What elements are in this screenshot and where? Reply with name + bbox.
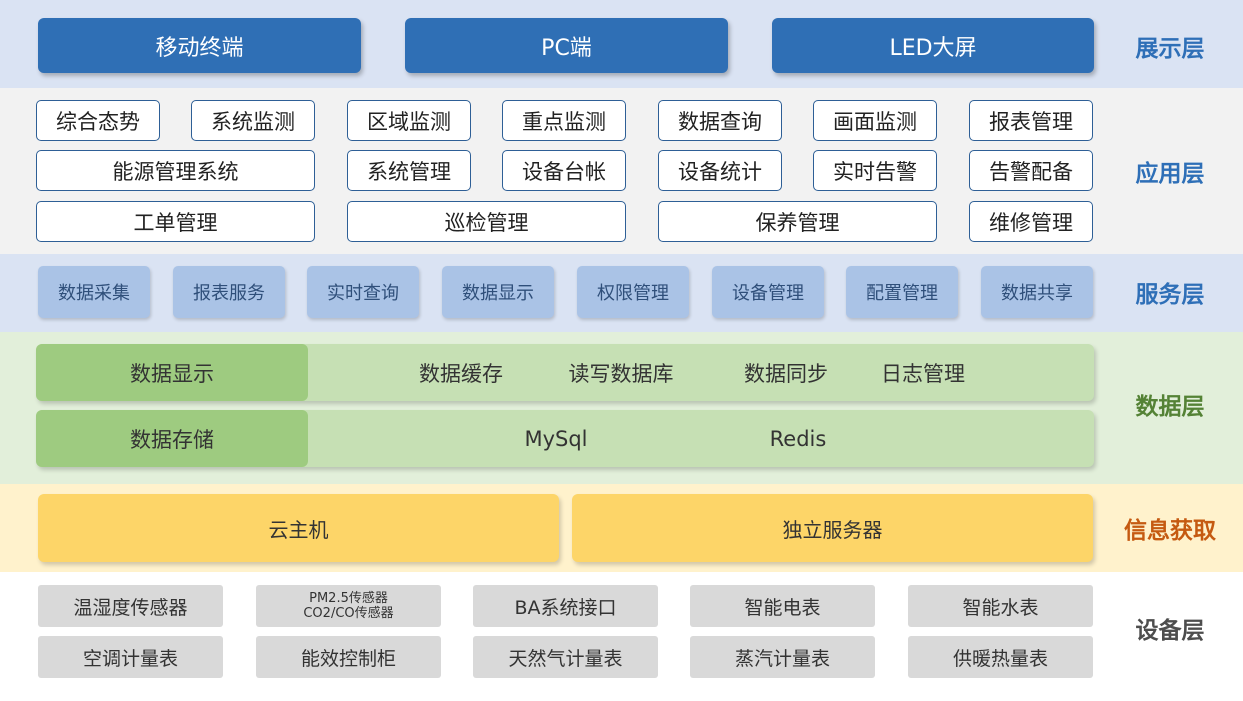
data-item: 数据缓存 (419, 361, 503, 386)
device-item-pm-co: PM2.5传感器 CO2/CO传感器 (256, 585, 441, 627)
device-item: BA系统接口 (473, 585, 658, 627)
display-item-pc: PC端 (405, 18, 728, 73)
app-item: 系统监测 (191, 100, 315, 141)
info-item-dedicated-server: 独立服务器 (572, 494, 1093, 562)
service-item: 权限管理 (577, 266, 689, 318)
device-item: 智能水表 (908, 585, 1093, 627)
app-item: 画面监测 (813, 100, 937, 141)
service-layer-label: 服务层 (1135, 282, 1205, 308)
app-item: 巡检管理 (347, 201, 626, 242)
service-item: 数据显示 (442, 266, 554, 318)
data-row-display: 数据显示 数据缓存 读写数据库 数据同步 日志管理 (36, 344, 1094, 401)
info-layer-label: 信息获取 (1124, 518, 1216, 544)
app-item: 告警配备 (969, 150, 1093, 191)
service-item: 报表服务 (173, 266, 285, 318)
device-item-line: CO2/CO传感器 (303, 606, 394, 621)
device-item: 智能电表 (690, 585, 875, 627)
data-layer-label: 数据层 (1135, 394, 1205, 420)
app-item: 维修管理 (969, 201, 1093, 242)
app-item: 重点监测 (502, 100, 626, 141)
display-item-mobile: 移动终端 (38, 18, 361, 73)
app-item: 区域监测 (347, 100, 471, 141)
device-layer-label: 设备层 (1135, 618, 1205, 644)
app-item: 报表管理 (969, 100, 1093, 141)
app-item: 设备统计 (658, 150, 782, 191)
info-item-cloud-host: 云主机 (38, 494, 559, 562)
data-row-head: 数据显示 (36, 344, 308, 401)
service-item: 设备管理 (712, 266, 824, 318)
device-item: 能效控制柜 (256, 636, 441, 678)
data-item: MySql (524, 426, 588, 451)
service-item: 数据采集 (38, 266, 150, 318)
service-item: 配置管理 (846, 266, 958, 318)
device-item-line: PM2.5传感器 (309, 591, 388, 606)
app-item: 保养管理 (658, 201, 937, 242)
data-row-head: 数据存储 (36, 410, 308, 467)
app-item: 综合态势 (36, 100, 160, 141)
display-layer-label: 展示层 (1135, 35, 1205, 62)
data-row-storage: 数据存储 MySql Redis (36, 410, 1094, 467)
device-item: 天然气计量表 (473, 636, 658, 678)
device-item: 供暖热量表 (908, 636, 1093, 678)
data-item: 日志管理 (881, 361, 965, 386)
service-item: 实时查询 (307, 266, 419, 318)
app-item: 能源管理系统 (36, 150, 315, 191)
app-item: 设备台帐 (502, 150, 626, 191)
device-item: 蒸汽计量表 (690, 636, 875, 678)
data-item: Redis (769, 426, 827, 451)
service-item: 数据共享 (981, 266, 1093, 318)
data-item: 读写数据库 (568, 361, 674, 386)
display-item-led: LED大屏 (772, 18, 1094, 73)
data-item: 数据同步 (744, 361, 828, 386)
application-layer-label: 应用层 (1135, 160, 1205, 187)
app-item: 系统管理 (347, 150, 471, 191)
app-item: 工单管理 (36, 201, 315, 242)
device-item: 空调计量表 (38, 636, 223, 678)
device-item: 温湿度传感器 (38, 585, 223, 627)
app-item: 实时告警 (813, 150, 937, 191)
app-item: 数据查询 (658, 100, 782, 141)
